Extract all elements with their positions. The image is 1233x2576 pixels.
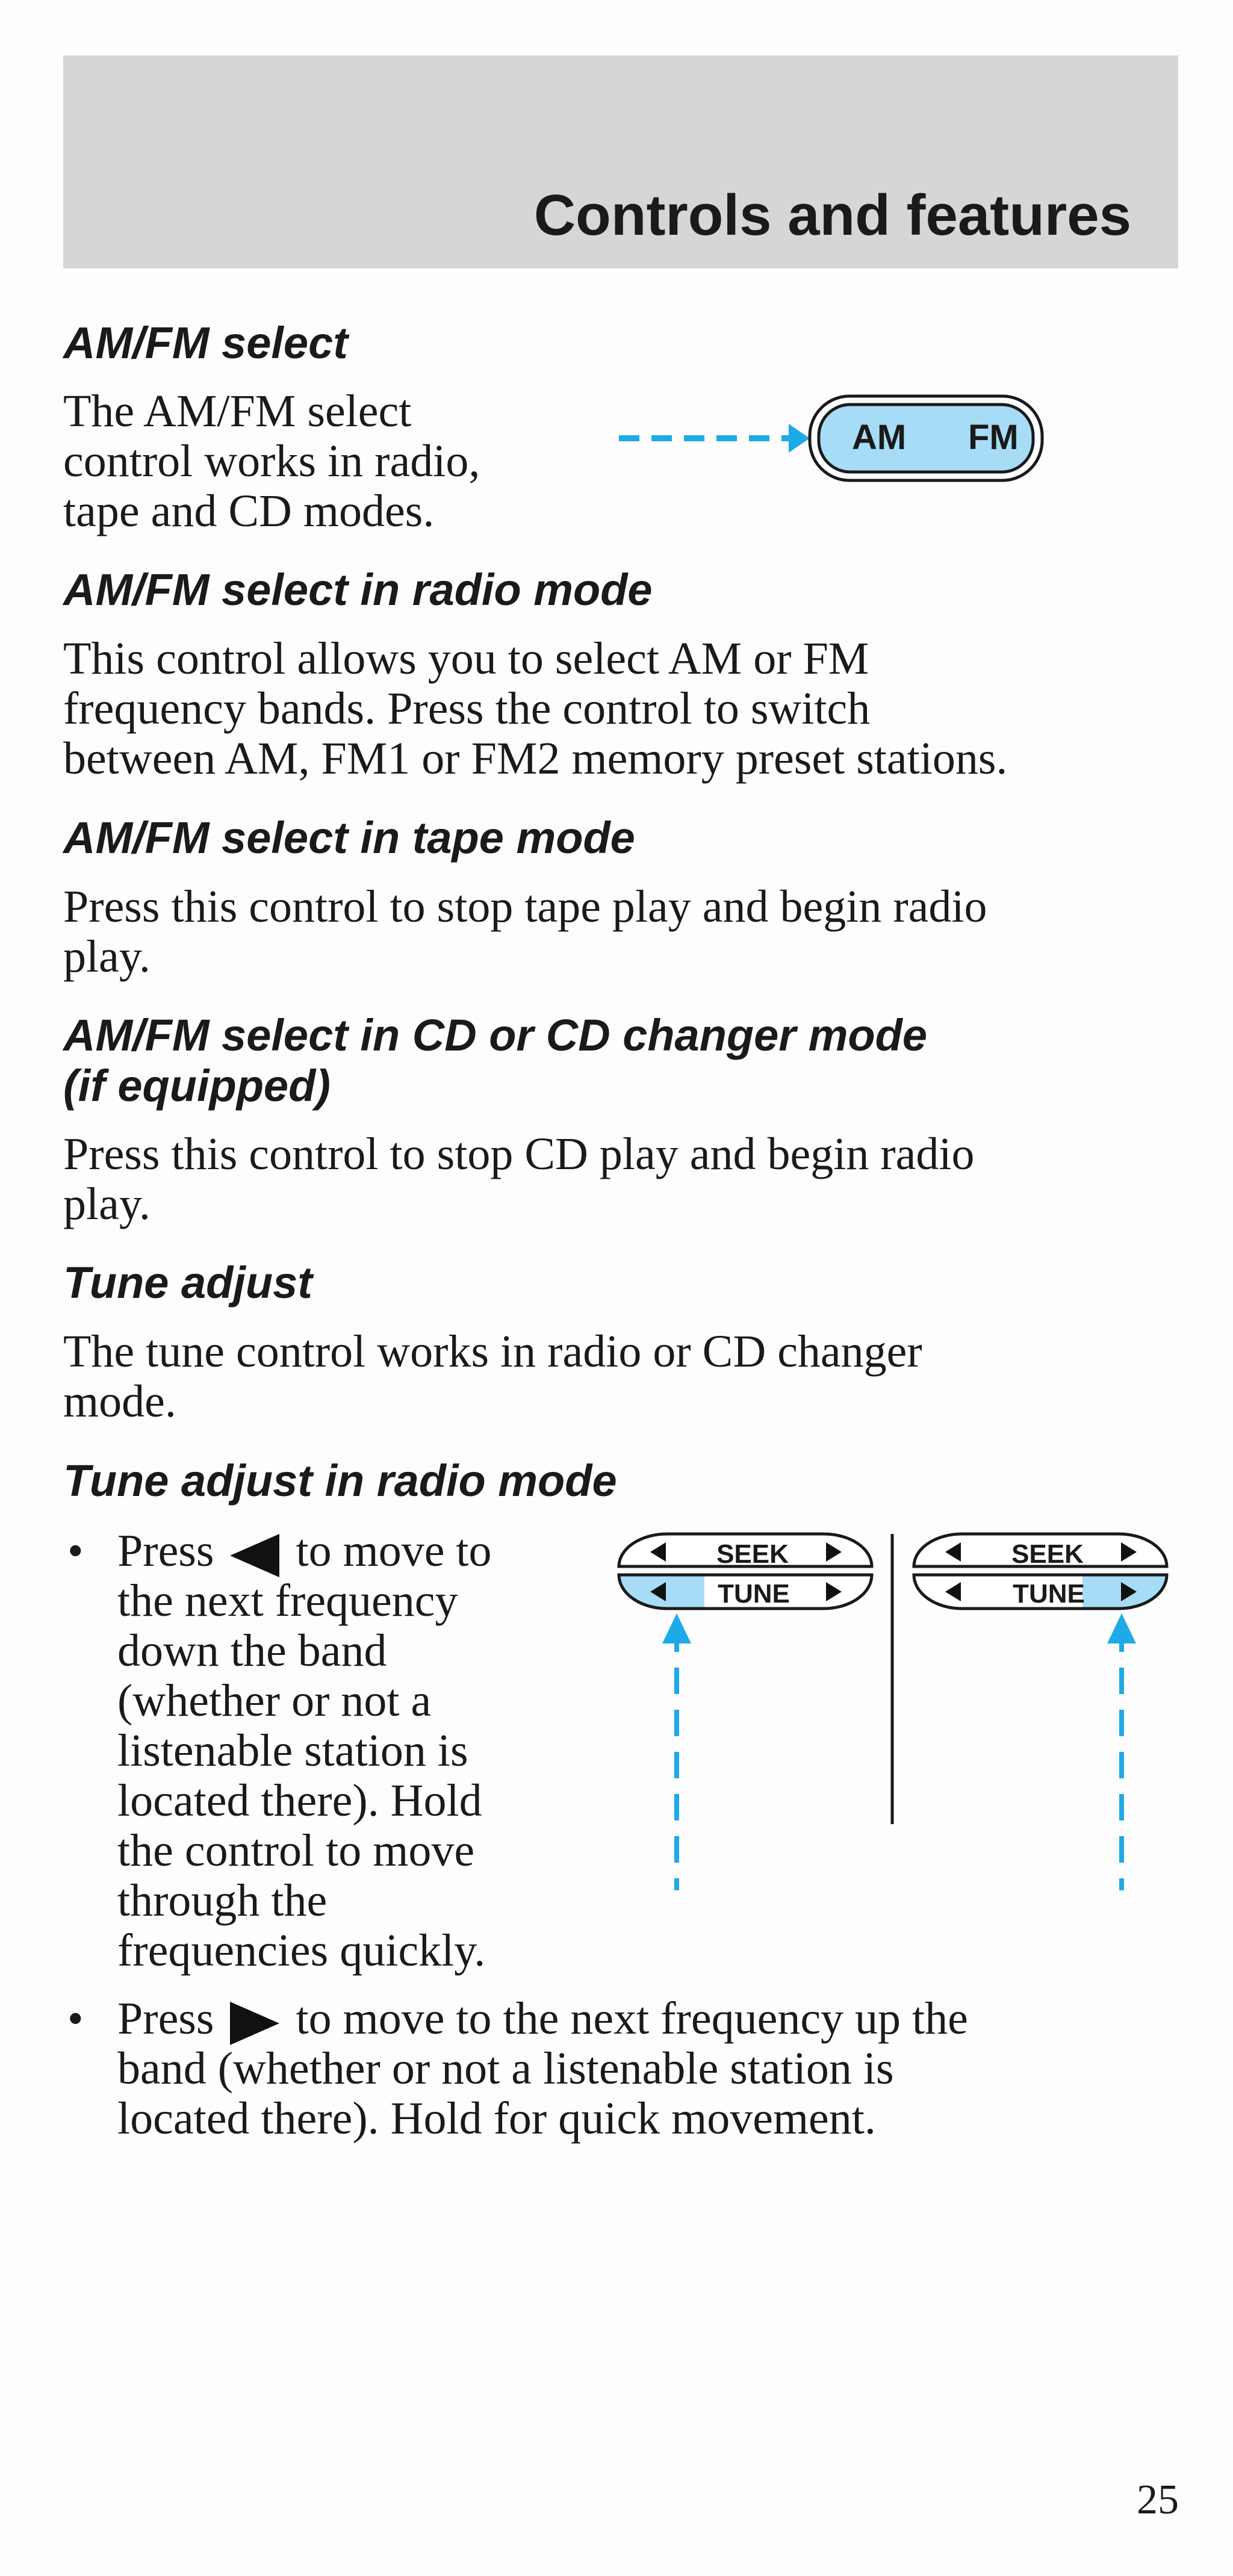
- tune-up-icon-right: [1121, 1582, 1137, 1601]
- heading-amfm-select: AM/FM select: [63, 318, 348, 368]
- bullet-1-line-7: the control to move: [117, 1825, 475, 1876]
- amfm-body-line-1: The AM/FM select: [63, 386, 412, 436]
- bullet-2-press: Press: [117, 1993, 214, 2044]
- tune-line-2: mode.: [63, 1376, 176, 1427]
- bullet-2-marker: •: [67, 1993, 84, 2044]
- tape-mode-line-2: play.: [63, 931, 151, 982]
- tune-up-arrow-icon: [230, 2001, 280, 2045]
- tune-control-left: SEEK TUNE: [617, 1532, 874, 1890]
- radio-mode-line-1: This control allows you to select AM or …: [63, 633, 869, 684]
- heading-cd-mode: AM/FM select in CD or CD changer mode: [63, 1010, 927, 1060]
- bullet-2-after: to move to the next frequency up the: [296, 1993, 968, 2044]
- bullet-1-line-8: through the: [117, 1875, 328, 1926]
- heading-radio-mode: AM/FM select in radio mode: [63, 565, 653, 615]
- bullet-1-line-3: down the band: [117, 1625, 387, 1676]
- radio-mode-line-3: between AM, FM1 or FM2 memory preset sta…: [63, 733, 1008, 784]
- tune-label-right: TUNE: [1013, 1579, 1085, 1609]
- bullet-1-line-1: Press to move to: [117, 1526, 492, 1581]
- bullet-1-line-9: frequencies quickly.: [117, 1925, 486, 1976]
- seek-up-icon-left: [826, 1542, 842, 1562]
- bullet-1-line-5: listenable station is: [117, 1725, 468, 1776]
- bullet-1-marker: •: [67, 1525, 84, 1576]
- tune-line-1: The tune control works in radio or CD ch…: [63, 1326, 922, 1377]
- bullet-2-line-1: Press to move to the next frequency up t…: [117, 1994, 968, 2049]
- amfm-button: [817, 403, 1035, 474]
- bullet-1-line-2: the next frequency: [117, 1575, 458, 1626]
- tune-rocker-right: [912, 1573, 1169, 1610]
- bullet-1-line-6: located there). Hold: [117, 1775, 482, 1826]
- heading-tune-adjust: Tune adjust: [63, 1258, 312, 1308]
- page-header-band: Controls and features: [63, 55, 1178, 268]
- tune-up-icon-left: [826, 1582, 842, 1601]
- seek-rocker-left: [617, 1532, 874, 1568]
- bullet-1-line-4: (whether or not a: [117, 1675, 432, 1726]
- heading-tape-mode: AM/FM select in tape mode: [63, 813, 635, 863]
- page-title: Controls and features: [533, 183, 1131, 247]
- seek-down-icon-left: [650, 1542, 666, 1562]
- bullet-2-line-2: band (whether or not a listenable statio…: [117, 2043, 894, 2094]
- tape-mode-line-1: Press this control to stop tape play and…: [63, 881, 987, 932]
- seek-label-left: SEEK: [716, 1539, 789, 1569]
- tune-control-right: SEEK TUNE: [912, 1532, 1169, 1890]
- amfm-body-line-2: control works in radio,: [63, 436, 480, 486]
- amfm-button-am-label: AM: [852, 418, 906, 457]
- pointer-arrowhead: [789, 424, 810, 453]
- bullet-2-line-3: located there). Hold for quick movement.: [117, 2093, 876, 2144]
- page-number: 25: [1137, 2477, 1179, 2523]
- tune-label-left: TUNE: [718, 1579, 790, 1609]
- seek-label-right: SEEK: [1011, 1539, 1084, 1569]
- seek-tune-diagram: SEEK TUNE SEEK TUNE: [617, 1532, 1169, 1890]
- bullet-1-after: to move to: [296, 1525, 492, 1576]
- cd-mode-line-1: Press this control to stop CD play and b…: [63, 1129, 975, 1179]
- seek-rocker-right: [912, 1532, 1169, 1568]
- pointer-arrowhead-left: [662, 1613, 691, 1643]
- heading-cd-mode-line-2: (if equipped): [63, 1061, 331, 1111]
- amfm-button-illustration: AM FM: [619, 394, 1044, 482]
- amfm-body-line-3: tape and CD modes.: [63, 486, 435, 536]
- seek-down-icon-right: [945, 1542, 961, 1562]
- tune-down-icon-right: [945, 1582, 961, 1601]
- heading-tune-radio-mode: Tune adjust in radio mode: [63, 1456, 617, 1506]
- amfm-button-fm-label: FM: [968, 418, 1019, 457]
- tune-rocker-left: [617, 1573, 874, 1610]
- radio-mode-line-2: frequency bands. Press the control to sw…: [63, 683, 871, 734]
- tune-down-icon-left: [650, 1582, 666, 1601]
- pointer-arrowhead-right: [1107, 1613, 1136, 1643]
- seek-up-icon-right: [1121, 1542, 1137, 1562]
- tune-down-arrow-icon: [230, 1533, 280, 1577]
- amfm-button-outer: [808, 394, 1044, 482]
- bullet-1-press: Press: [117, 1525, 214, 1576]
- cd-mode-line-2: play.: [63, 1179, 151, 1229]
